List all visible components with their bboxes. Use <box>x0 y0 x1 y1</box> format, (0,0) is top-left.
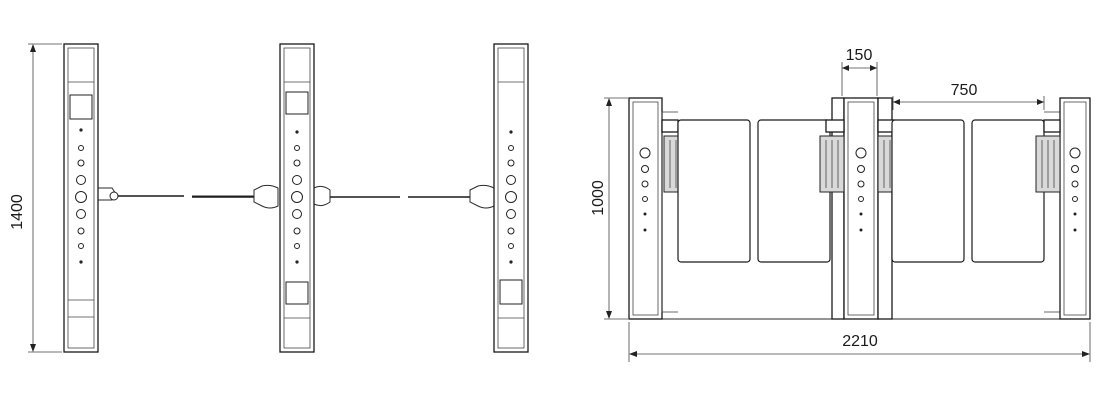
post-width-dimension: 150 <box>841 47 878 96</box>
gate-panel-4 <box>971 119 1045 263</box>
tripod-arm-1 <box>98 187 184 201</box>
tripod-post-1 <box>63 43 99 353</box>
dimension-label-150: 150 <box>846 47 873 64</box>
gate-panel-3 <box>891 119 965 263</box>
swing-cabinet-center <box>819 97 903 320</box>
dimension-label-750: 750 <box>951 82 978 99</box>
height-dimension-left: 1400 <box>9 43 62 353</box>
dimension-label-1000: 1000 <box>590 180 607 216</box>
tripod-post-2 <box>192 43 400 353</box>
right-view: 1000 150 750 2210 <box>590 47 1091 362</box>
height-dimension-right: 1000 <box>590 97 628 320</box>
swing-cabinet-right <box>1035 97 1091 320</box>
gate-panel-2 <box>757 119 831 263</box>
dimension-label-2210: 2210 <box>842 333 878 350</box>
gate-panel-1 <box>677 119 751 263</box>
left-view: 1400 <box>9 43 529 353</box>
dimension-label-1400: 1400 <box>9 194 26 230</box>
passage-width-dimension: 750 <box>892 82 1045 110</box>
tripod-post-3 <box>408 43 529 353</box>
total-width-dimension: 2210 <box>628 322 1091 362</box>
